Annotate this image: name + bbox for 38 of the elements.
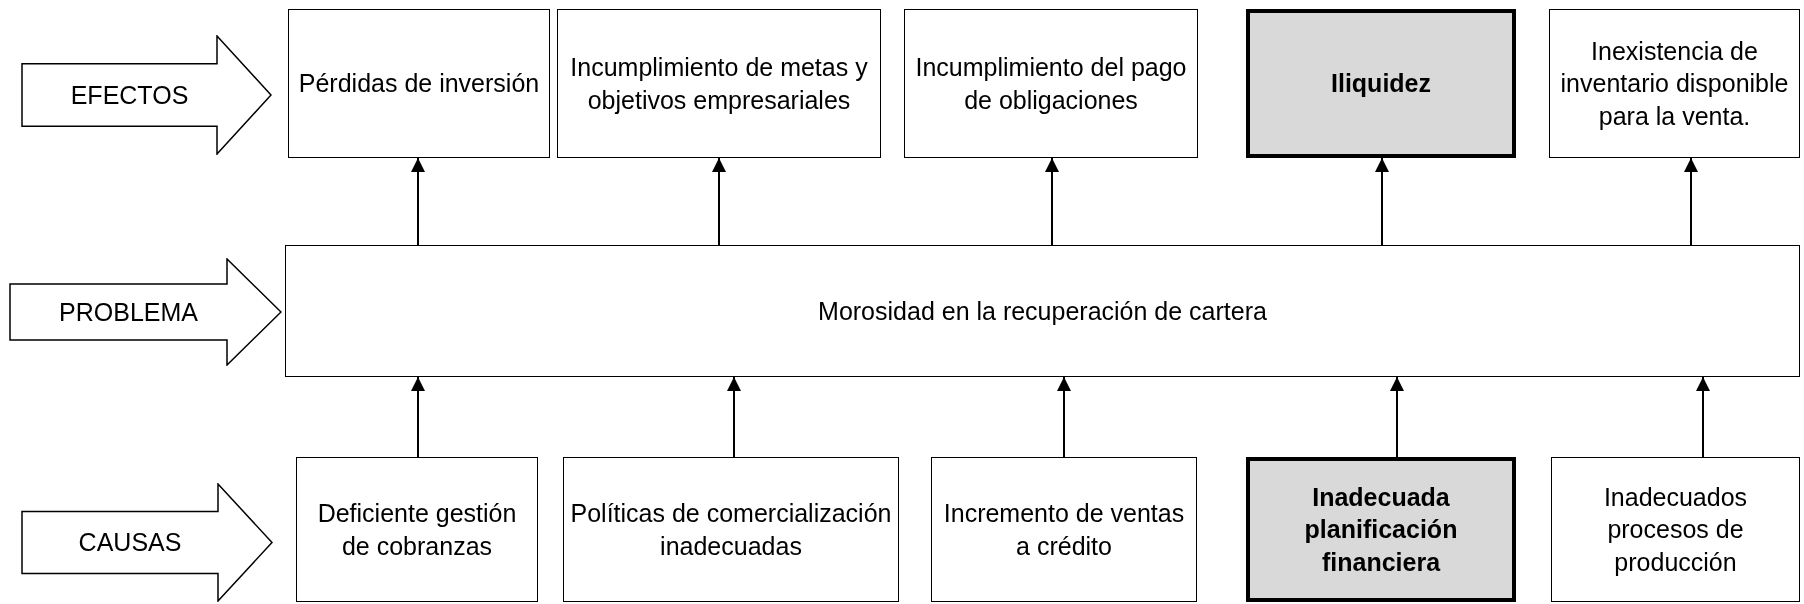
arrow (1684, 157, 1698, 246)
box-text: Inexistencia de inventario disponible para la venta. (1559, 35, 1790, 132)
box-text: Inadecuados procesos de producción (1602, 481, 1749, 578)
box-text: Deficiente gestión de cobranzas (316, 498, 518, 562)
box-text: Morosidad en la recuperación de cartera (817, 295, 1268, 327)
text-box (904, 9, 1198, 158)
highlighted-box (1246, 9, 1516, 158)
row-label: EFECTOS (69, 79, 190, 111)
arrow (411, 157, 425, 246)
arrow (411, 376, 425, 458)
arrow (1696, 376, 1710, 458)
row-label: CAUSAS (77, 527, 183, 559)
box-text: Incumplimiento de metas y objetivos empresariales (569, 52, 869, 116)
highlighted-box (1246, 457, 1516, 602)
text-box (1549, 9, 1800, 158)
arrow (712, 157, 726, 246)
text-box (557, 9, 881, 158)
box-text: Pérdidas de inversión (297, 68, 541, 100)
block-arrow (9, 258, 282, 366)
arrow (1390, 376, 1404, 458)
arrow (1045, 157, 1059, 246)
arrow (1375, 157, 1389, 246)
block-arrow (21, 483, 273, 602)
arrow (727, 376, 741, 458)
text-box (1551, 457, 1800, 602)
arrow (1057, 376, 1071, 458)
text-box (288, 9, 550, 158)
box-text: Inadecuada planificación financiera (1303, 481, 1459, 578)
text-box (931, 457, 1197, 602)
text-box (563, 457, 899, 602)
row-label: PROBLEMA (58, 296, 199, 328)
text-box (285, 245, 1800, 377)
box-text: Iliquidez (1330, 68, 1432, 100)
box-text: Incumplimiento del pago de obligaciones (914, 52, 1188, 116)
box-text: Políticas de comercialización inadecuadas (569, 498, 893, 562)
block-arrow (21, 35, 272, 155)
box-text: Incremento de ventas a crédito (942, 498, 1186, 562)
text-box (296, 457, 538, 602)
